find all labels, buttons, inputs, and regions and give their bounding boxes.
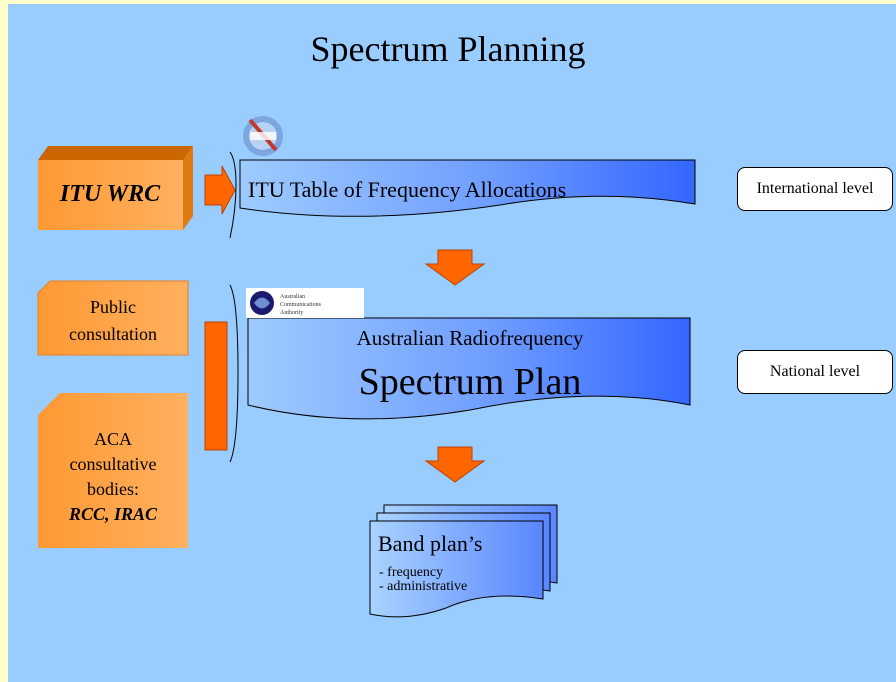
inputs-bracket — [204, 321, 228, 451]
itu-logo-icon — [243, 116, 283, 156]
aca-line1: ACA — [94, 429, 132, 449]
aca-logo-line1: Australian — [280, 294, 305, 300]
band-plans-item1: - frequency — [379, 565, 443, 580]
itu-table-label: ITU Table of Frequency Allocations — [248, 177, 566, 202]
public-consultation-box — [37, 280, 189, 356]
right-arrow-icon — [204, 165, 236, 215]
down-arrow-icon — [424, 249, 486, 286]
aca-logo-line3: Authority — [280, 310, 303, 316]
band-plans-stack — [369, 504, 558, 618]
slide-title: Spectrum Planning — [310, 29, 586, 69]
itu-wrc-label: ITU WRC — [59, 181, 161, 207]
aca-logo-icon: Australian Communications Authority — [246, 288, 364, 318]
national-level-label: National level — [737, 350, 893, 394]
public-consultation-line2: consultation — [69, 324, 157, 344]
itu-wrc-box — [38, 146, 193, 230]
public-consultation-line1: Public — [90, 297, 136, 317]
aca-line2: consultative — [70, 454, 157, 474]
aca-bodies-box — [38, 393, 188, 548]
itu-table-document — [239, 159, 696, 217]
international-level-label: International level — [737, 167, 893, 211]
spectrum-plan-line2: Spectrum Plan — [359, 361, 582, 403]
aca-logo-line2: Communications — [280, 302, 322, 308]
bottom-brace — [229, 284, 239, 463]
spectrum-plan-document — [247, 317, 691, 420]
band-plans-item2: - administrative — [379, 579, 467, 594]
aca-line4: RCC, IRAC — [68, 504, 158, 524]
down-arrow-icon — [424, 446, 486, 483]
top-brace — [229, 151, 237, 239]
aca-line3: bodies: — [87, 479, 139, 499]
band-plans-heading: Band plan’s — [378, 531, 483, 556]
spectrum-plan-line1: Australian Radiofrequency — [357, 326, 584, 350]
